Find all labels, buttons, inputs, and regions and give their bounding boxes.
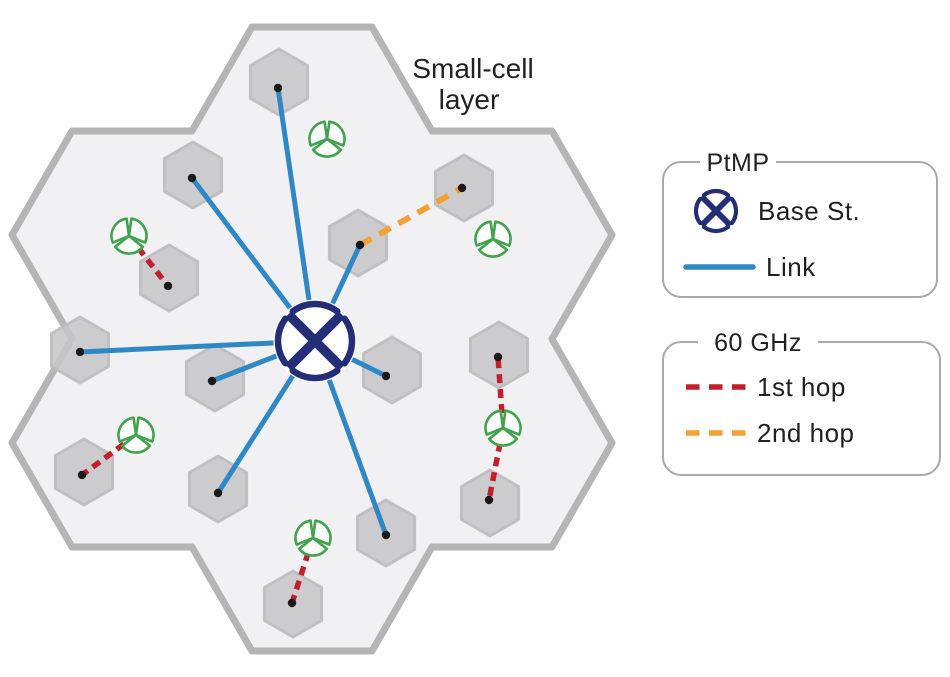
base-station-x: [285, 311, 345, 371]
sector-antenna-icon: [308, 120, 329, 147]
base-station-ring: [289, 367, 341, 382]
cell-dot: [77, 470, 87, 480]
base-station-ring: [701, 224, 731, 234]
cell-dot: [287, 598, 297, 608]
hop2-link: [358, 185, 464, 248]
sector-antenna-icon: [501, 409, 522, 436]
small-cell-layer-label-line1: Small-cell: [412, 53, 533, 84]
sector-antenna-icon: [311, 519, 332, 546]
base-station-icon: [273, 299, 357, 383]
base-station-ring: [274, 315, 289, 367]
cell-dot: [457, 183, 467, 193]
sector-antenna-icon: [120, 433, 152, 454]
sector-antenna-icon: [487, 426, 519, 447]
sector-antenna-icon: [113, 234, 145, 255]
legend-hop2-label: 2nd hop: [757, 418, 854, 448]
legend-ptmp: PtMP Base St. Link: [662, 149, 938, 298]
hop1-link: [486, 427, 506, 501]
hop1-link: [80, 432, 138, 478]
legend-60ghz-title: 60 GHz: [714, 329, 802, 357]
sector-antenna-icon: [311, 137, 343, 158]
legend-60ghz-title-bg: [698, 330, 818, 354]
legend-link-label: Link: [766, 252, 816, 282]
cell-dot: [163, 281, 173, 291]
hop1-link: [289, 537, 316, 604]
cell-dot: [493, 352, 503, 362]
legend-60ghz: 60 GHz 1st hop 2nd hop: [662, 329, 941, 476]
cell-dot: [484, 495, 494, 505]
legend-base-station-icon: [693, 188, 739, 234]
sector-antenna-icon: [325, 120, 346, 147]
base-station-ring: [693, 196, 703, 226]
sector-antenna-icon: [477, 237, 509, 258]
sector-antenna-icon: [294, 519, 315, 546]
base-station-ring: [701, 188, 731, 198]
sector-antenna-icon: [127, 217, 148, 244]
sector-antenna-icon: [110, 217, 131, 244]
small-cell-layer-label-line2: layer: [439, 84, 500, 115]
base-station-x: [699, 194, 733, 228]
hop1-link: [126, 234, 171, 288]
legend-ptmp-title: PtMP: [706, 149, 769, 177]
sector-antenna-icon: [474, 220, 495, 247]
small-cell-hexagon: [361, 335, 423, 405]
sector-antenna-icon: [117, 416, 138, 443]
sector-antenna-icon: [297, 536, 329, 557]
sector-antenna-icon: [491, 220, 512, 247]
cell-dot: [381, 530, 391, 540]
cell-dot: [75, 347, 85, 357]
base-station-ring: [341, 315, 356, 367]
base-station-ring: [289, 300, 341, 315]
legend-hop1-label: 1st hop: [757, 372, 846, 402]
ptmp-link: [275, 85, 318, 344]
small-cell-flower: [8, 23, 616, 655]
legend-ptmp-title-bg: [700, 150, 776, 174]
small-cell-hexagon: [248, 47, 310, 117]
cell-dot: [273, 83, 283, 93]
small-cell-hexagon: [138, 243, 200, 313]
hop1-link: [495, 356, 506, 429]
cell-dot: [355, 240, 365, 250]
cell-dots: [75, 83, 503, 608]
sector-antenna-icon: [134, 416, 155, 443]
cell-dot: [207, 376, 217, 386]
cell-dot: [381, 371, 391, 381]
base-station-ring: [729, 196, 739, 226]
legend-base-station-label: Base St.: [758, 196, 860, 226]
sector-antennas: [110, 120, 522, 557]
cell-dot: [213, 488, 223, 498]
sector-antenna-icon: [484, 409, 505, 436]
cell-dot: [187, 173, 197, 183]
legend-60ghz-border: [662, 341, 941, 476]
